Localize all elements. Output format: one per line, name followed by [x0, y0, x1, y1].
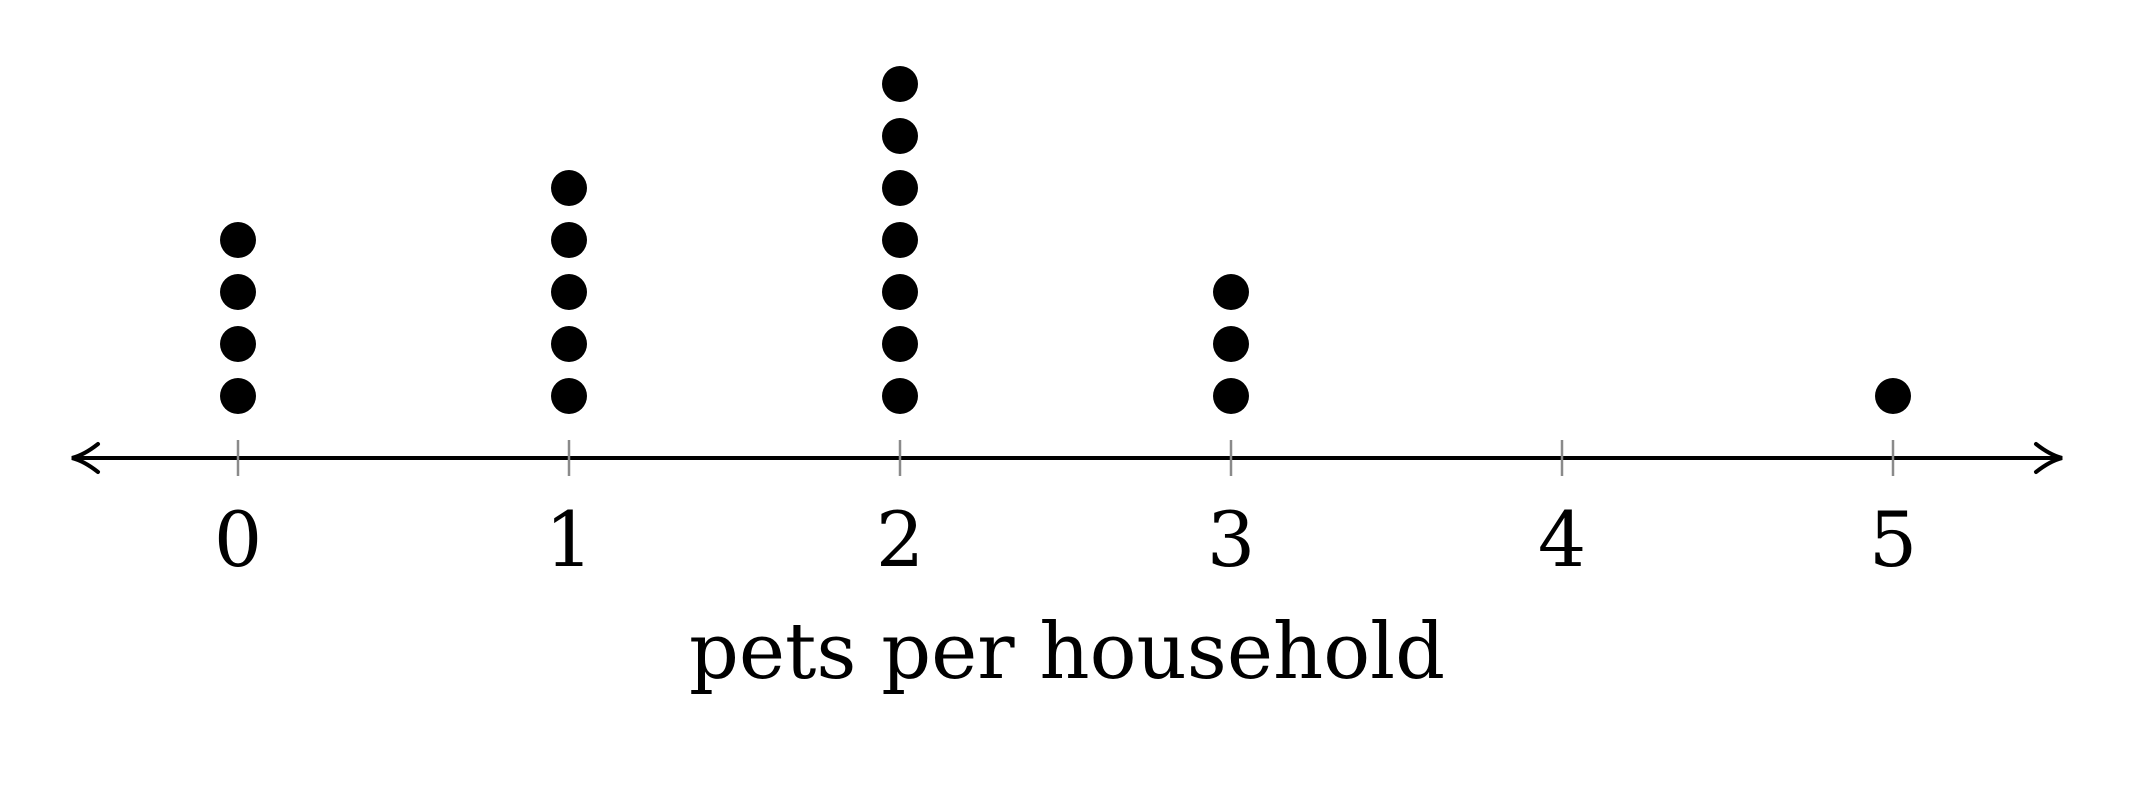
dot-2-1: [882, 378, 918, 414]
dot-2-7: [882, 66, 918, 102]
dot-5-1: [1875, 378, 1911, 414]
x-tick-label-1: 1: [545, 495, 593, 584]
axis-arrow-left: [71, 442, 100, 474]
x-tick-label-3: 3: [1207, 495, 1255, 584]
x-tick-label-0: 0: [214, 495, 262, 584]
dot-3-3: [1213, 274, 1249, 310]
dot-1-4: [551, 222, 587, 258]
dot-2-6: [882, 118, 918, 154]
x-tick-label-2: 2: [876, 495, 924, 584]
dot-2-4: [882, 222, 918, 258]
axis-arrow-right: [2034, 442, 2063, 474]
x-axis-label: pets per household: [689, 607, 1445, 697]
dot-2-2: [882, 326, 918, 362]
dot-0-3: [220, 274, 256, 310]
dot-1-3: [551, 274, 587, 310]
dot-0-1: [220, 378, 256, 414]
dot-1-5: [551, 170, 587, 206]
x-tick-label-4: 4: [1538, 495, 1586, 584]
dot-1-2: [551, 326, 587, 362]
x-tick-label-5: 5: [1869, 495, 1917, 584]
data-dots: [220, 66, 1911, 414]
dot-2-3: [882, 274, 918, 310]
dot-0-2: [220, 326, 256, 362]
dot-0-4: [220, 222, 256, 258]
dot-2-5: [882, 170, 918, 206]
dot-3-2: [1213, 326, 1249, 362]
dot-3-1: [1213, 378, 1249, 414]
x-ticks: 0 1 2 3 4 5: [214, 440, 1917, 584]
dot-1-1: [551, 378, 587, 414]
x-axis: [71, 442, 2063, 474]
